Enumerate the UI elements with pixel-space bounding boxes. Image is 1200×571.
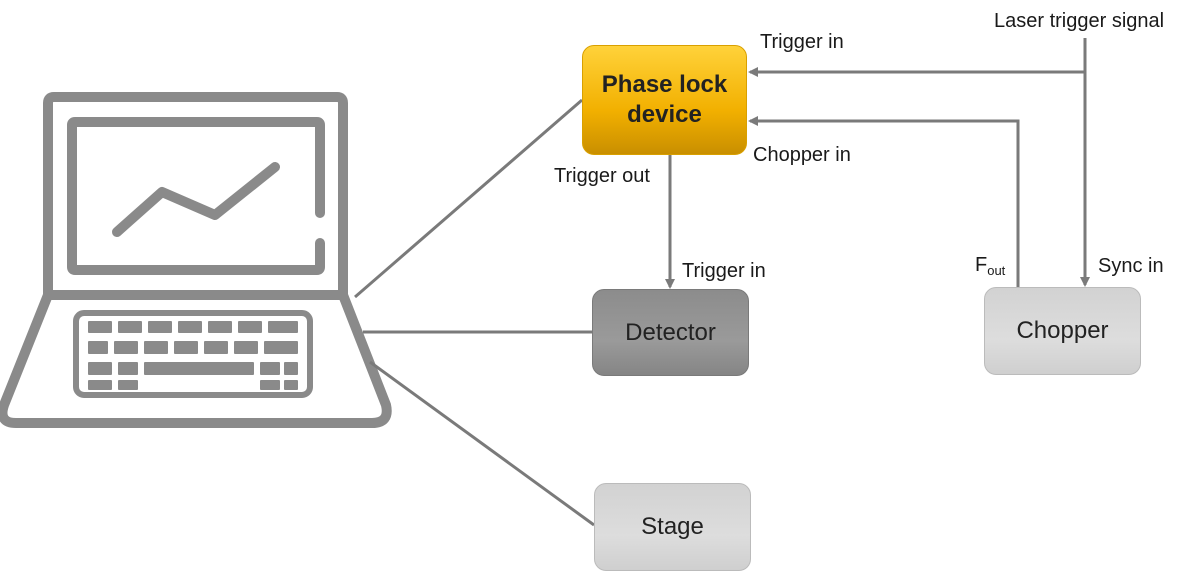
detector-trigger-in-label: Trigger in bbox=[682, 260, 766, 282]
phase-lock-trigger-in-label: Trigger in bbox=[760, 31, 844, 53]
detector-node: Detector bbox=[592, 289, 749, 376]
phase-lock-device-label-line1: Phase lock bbox=[601, 71, 728, 98]
detector-label: Detector bbox=[625, 318, 716, 346]
f-out-label: Fout bbox=[975, 254, 1005, 278]
chopper-fout-to-phase-lock-line bbox=[748, 116, 1020, 287]
chopper-in-label: Chopper in bbox=[753, 144, 851, 166]
chopper-label: Chopper bbox=[1016, 317, 1109, 344]
f-out-main: F bbox=[975, 254, 988, 276]
laser-trigger-signal-label: Laser trigger signal bbox=[994, 10, 1165, 32]
sync-in-label: Sync in bbox=[1098, 255, 1164, 277]
phase-lock-device-node: Phase lock device bbox=[582, 45, 747, 155]
stage-label: Stage bbox=[641, 513, 704, 540]
phase-lock-device-label-line2: device bbox=[627, 101, 702, 128]
trigger-out-label: Trigger out bbox=[554, 165, 650, 187]
stage-node: Stage bbox=[594, 483, 751, 571]
chopper-node: Chopper bbox=[984, 287, 1141, 375]
laptop-to-phase-lock-line bbox=[354, 98, 583, 299]
f-out-subscript: out bbox=[987, 263, 1006, 278]
laptop-to-stage-line bbox=[369, 360, 595, 527]
laptop-chart-icon bbox=[0, 92, 392, 428]
